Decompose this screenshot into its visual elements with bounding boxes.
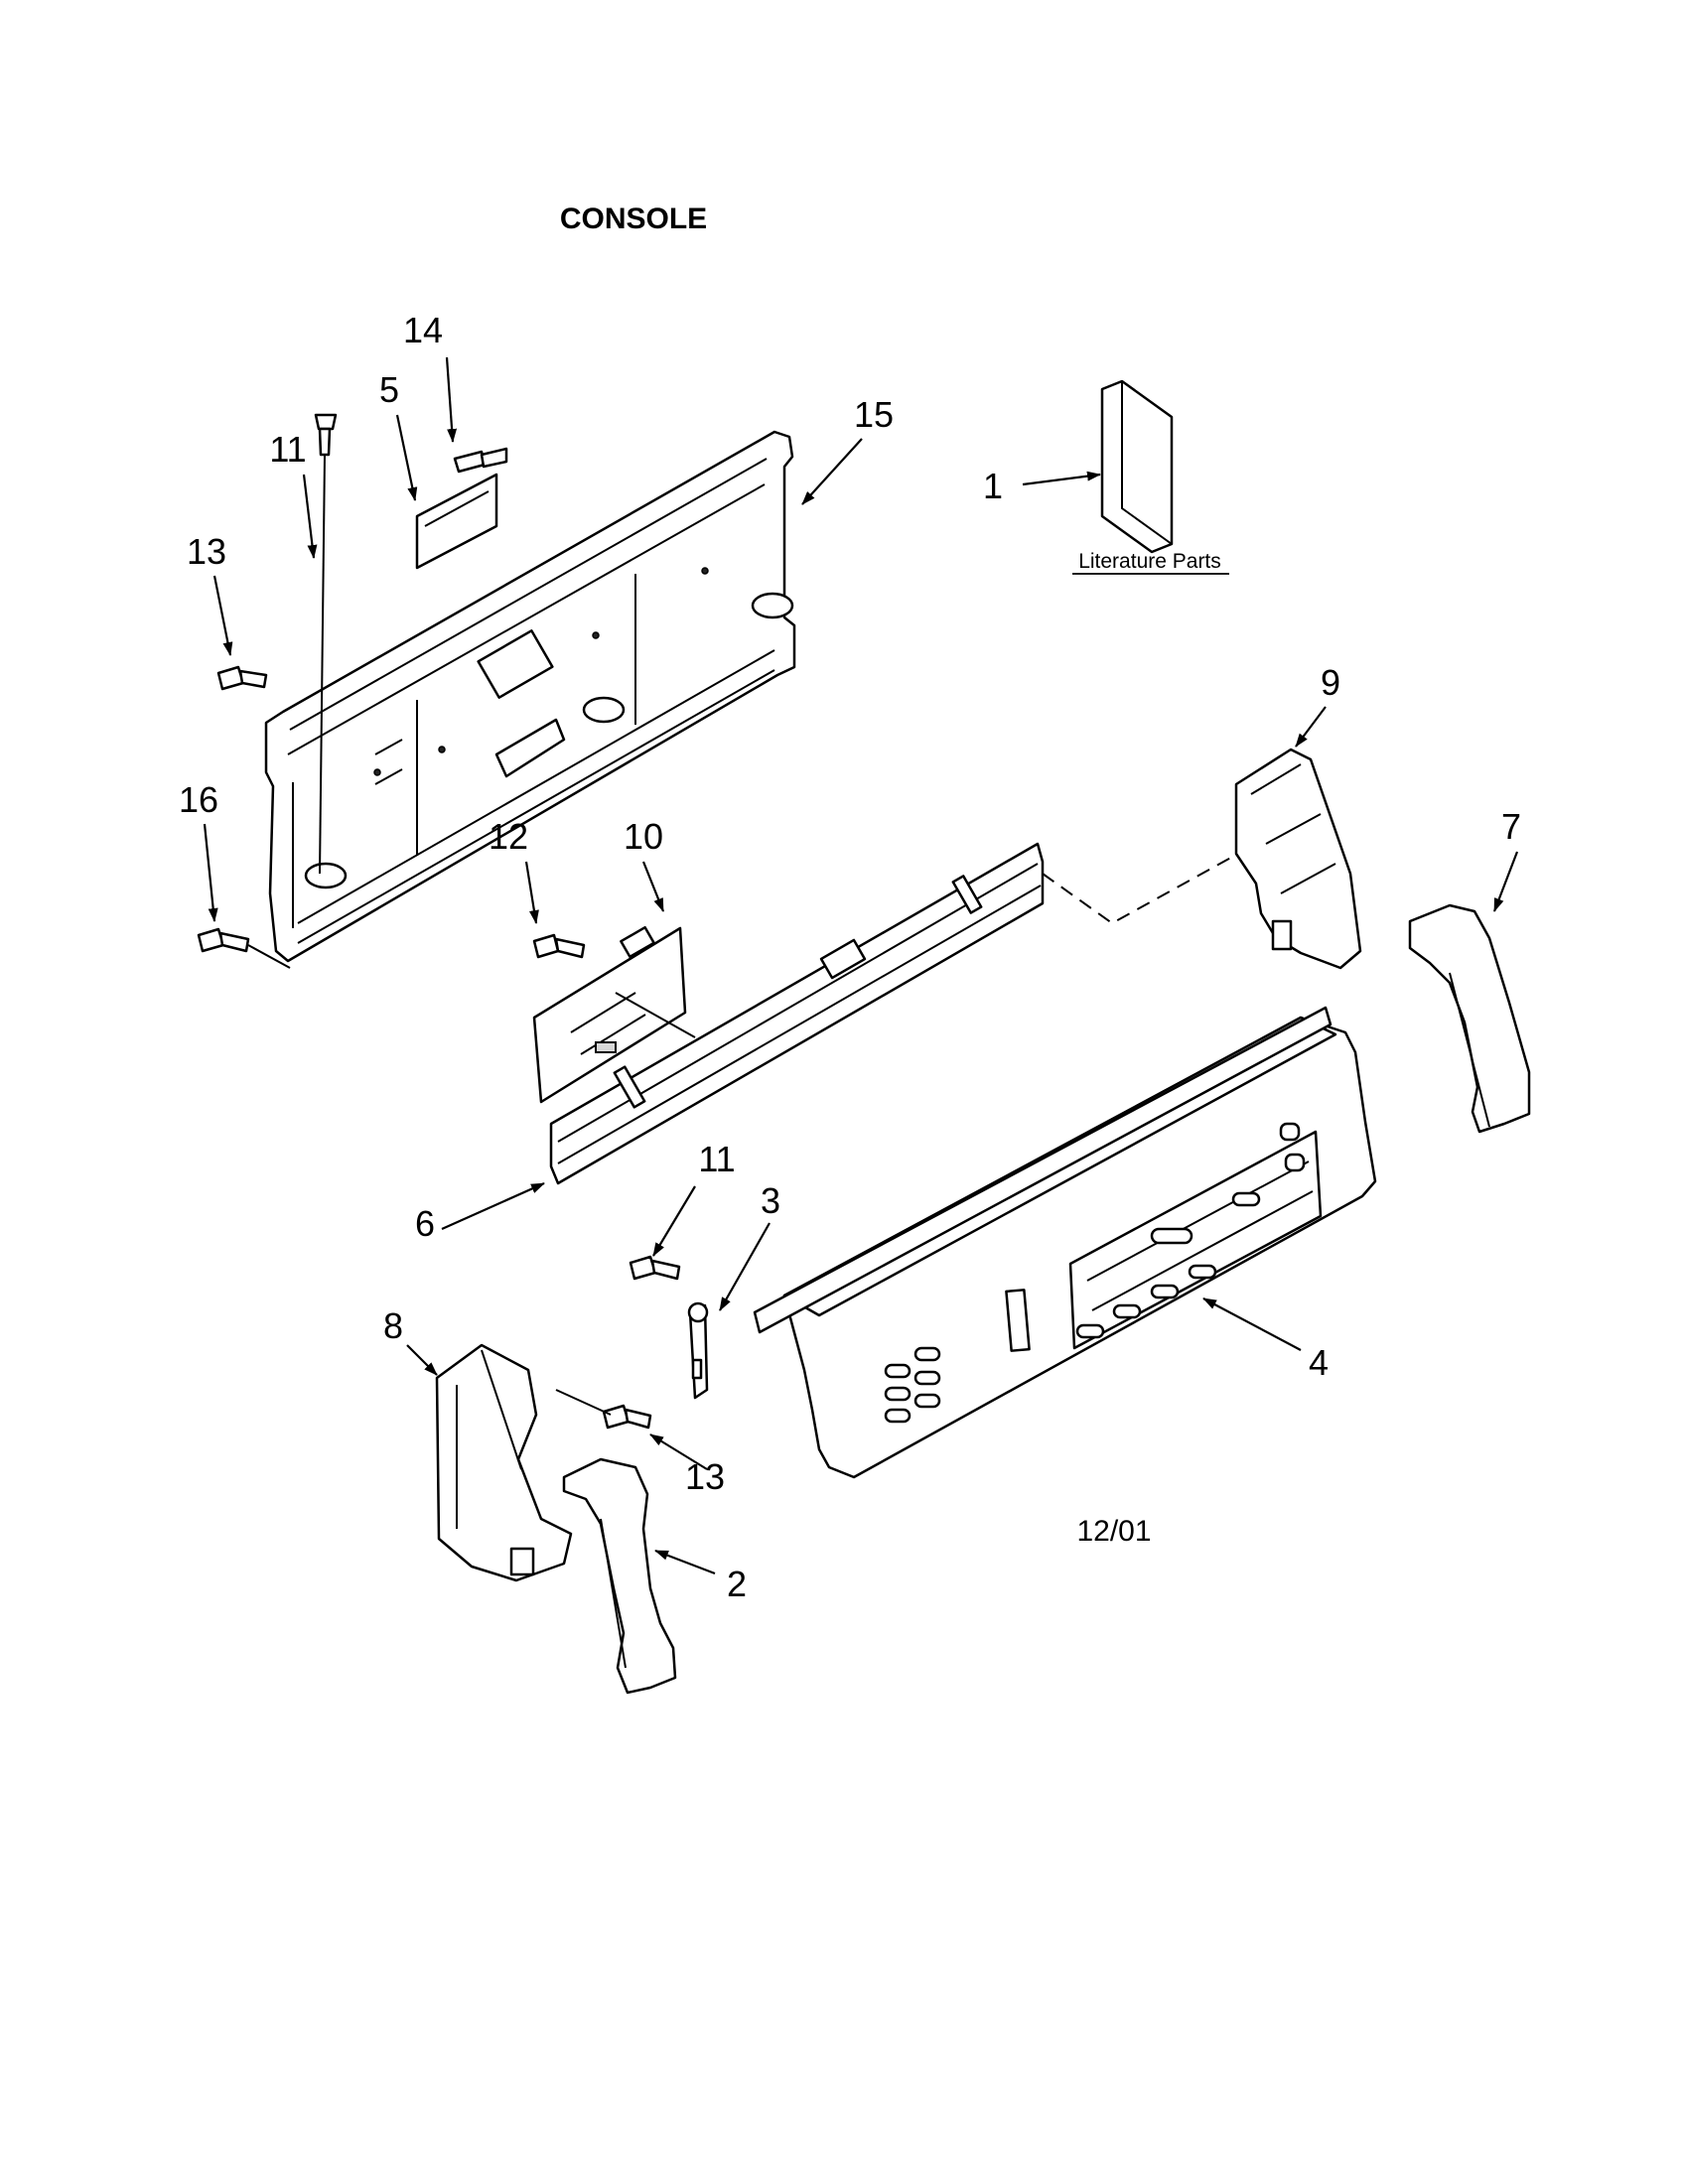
rear-console-panel [264,430,796,963]
right-end-trim [1408,903,1531,1134]
screw-part-13-top [216,665,268,691]
right-end-bracket [1234,748,1362,970]
callout-16: 16 [179,779,218,820]
bracket-part-5 [415,473,498,570]
callout-9: 9 [1321,662,1340,703]
callout-4: 4 [1309,1342,1329,1383]
screw-part-11-top [314,413,338,875]
date-code: 12/01 [1076,1515,1151,1548]
control-board [532,925,687,1104]
left-end-trim [562,1457,677,1695]
control-panel [753,1006,1377,1479]
screw-part-16 [197,927,291,969]
screw-part-11-bottom [629,1255,681,1281]
callout-12: 12 [489,816,528,857]
literature-label: Literature Parts [1078,550,1221,573]
callout-8: 8 [383,1305,403,1346]
callout-11-top: 11 [269,429,306,470]
leader-lines [203,356,1519,1575]
callout-3: 3 [761,1180,780,1221]
callout-2: 2 [727,1564,747,1604]
callout-10: 10 [624,816,663,857]
callout-6: 6 [415,1203,435,1244]
mounting-bracket [549,842,1045,1185]
callout-13-bottom: 13 [685,1456,725,1497]
callout-11-bottom: 11 [698,1139,735,1179]
screw-part-12 [532,933,586,959]
callout-13-top: 13 [187,531,226,572]
left-end-bracket [435,1343,573,1582]
small-bracket-part-3 [687,1301,709,1400]
callout-numbers: 1 2 3 4 5 6 7 8 9 10 11 11 12 13 13 14 1… [179,310,1521,1604]
diagram-title: CONSOLE [560,203,707,235]
callout-14: 14 [403,310,443,350]
panel-buttons [884,1191,1261,1424]
callout-5: 5 [379,369,399,410]
callout-7: 7 [1501,806,1521,847]
literature-book [1100,379,1174,554]
screw-part-13-bottom [555,1389,652,1430]
callout-15: 15 [854,394,894,435]
screw-part-14 [453,447,508,474]
dashed-connection [1042,843,1257,925]
callout-1: 1 [983,466,1003,506]
